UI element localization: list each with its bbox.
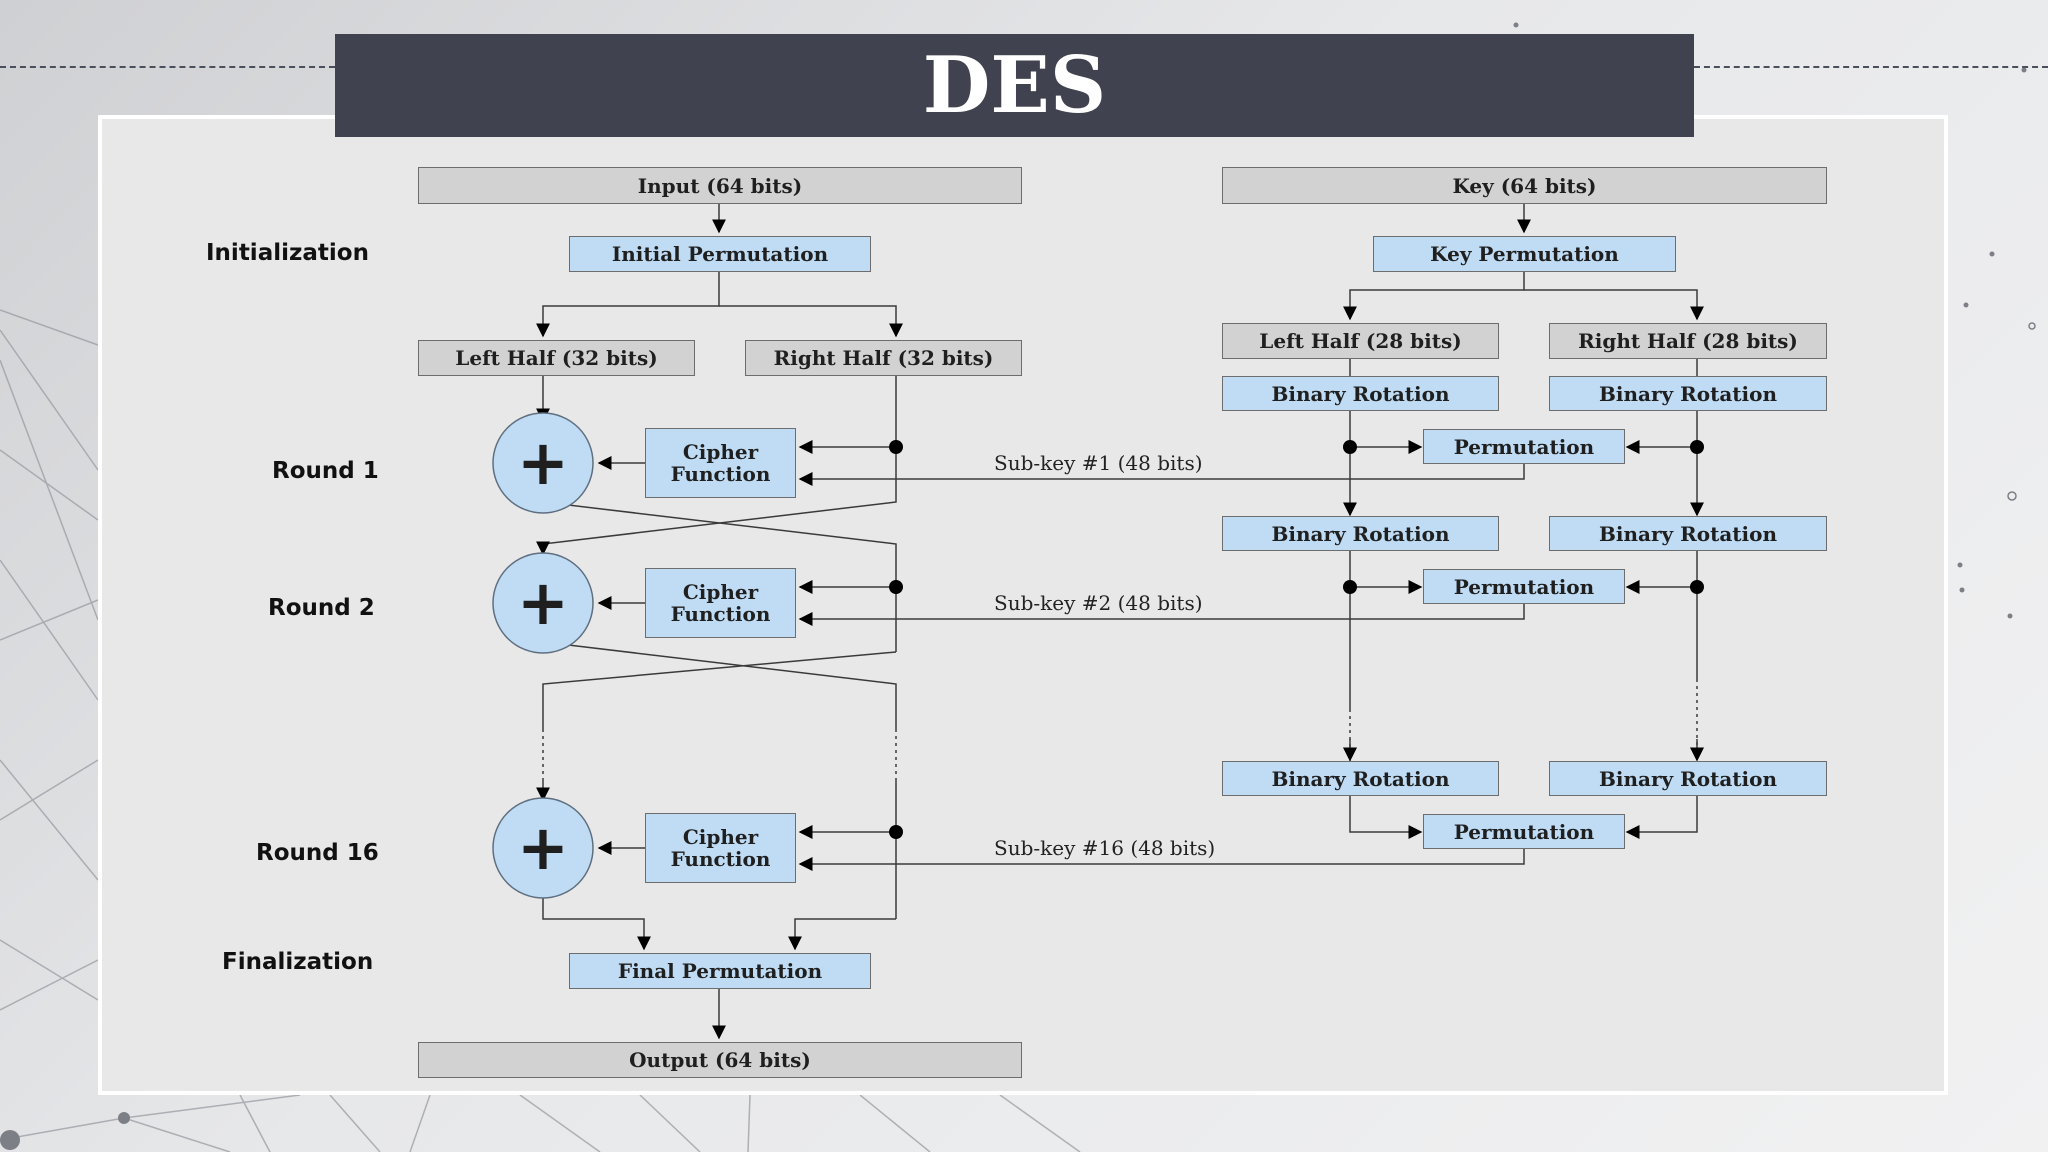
xor-symbol-round16: +: [517, 811, 569, 884]
stage-label-round1: Round 1: [272, 458, 379, 484]
left-half-28-box: Left Half (28 bits): [1222, 323, 1499, 359]
final-permutation-box: Final Permutation: [569, 953, 871, 989]
right-half-28-box: Right Half (28 bits): [1549, 323, 1827, 359]
key-box: Key (64 bits): [1222, 167, 1827, 204]
slide-title: DES: [335, 34, 1694, 137]
subkey-label-1: Sub-key #1 (48 bits): [994, 451, 1203, 475]
header-dashed-line-left: [0, 66, 335, 68]
subkey-label-2: Sub-key #2 (48 bits): [994, 591, 1203, 615]
permutation-box-2: Permutation: [1423, 569, 1625, 604]
left-half-32-box: Left Half (32 bits): [418, 340, 695, 376]
xor-circle-round16: [492, 797, 594, 899]
xor-circle-round1: [492, 412, 594, 514]
diagram-connectors: [492, 204, 1704, 1040]
stage-label-initialization: Initialization: [206, 240, 369, 266]
permutation-box-1: Permutation: [1423, 429, 1625, 464]
binary-rotation-left-1: Binary Rotation: [1222, 376, 1499, 411]
binary-rotation-left-16: Binary Rotation: [1222, 761, 1499, 796]
cipher-function-round1: Cipher Function: [645, 428, 796, 498]
xor-symbol-round1: +: [517, 426, 569, 499]
stage-label-round16: Round 16: [256, 840, 379, 866]
xor-circle-round16-2: [492, 552, 594, 654]
initial-permutation-box: Initial Permutation: [569, 236, 871, 272]
input-box: Input (64 bits): [418, 167, 1022, 204]
output-box: Output (64 bits): [418, 1042, 1022, 1078]
des-diagram-panel: + + + Initialization Round 1 Round 2 Rou…: [98, 115, 1948, 1095]
binary-rotation-left-2: Binary Rotation: [1222, 516, 1499, 551]
key-permutation-box: Key Permutation: [1373, 236, 1676, 272]
permutation-box-16: Permutation: [1423, 814, 1625, 849]
header-dashed-line-right: [1694, 66, 2048, 68]
subkey-label-16: Sub-key #16 (48 bits): [994, 836, 1216, 860]
stage-label-finalization: Finalization: [222, 949, 374, 975]
stage-label-round2: Round 2: [268, 595, 375, 621]
binary-rotation-right-2: Binary Rotation: [1549, 516, 1827, 551]
xor-symbol-round2: +: [517, 566, 569, 639]
right-half-32-box: Right Half (32 bits): [745, 340, 1022, 376]
binary-rotation-right-16: Binary Rotation: [1549, 761, 1827, 796]
cipher-function-round16: Cipher Function: [645, 813, 796, 883]
binary-rotation-right-1: Binary Rotation: [1549, 376, 1827, 411]
cipher-function-round2: Cipher Function: [645, 568, 796, 638]
